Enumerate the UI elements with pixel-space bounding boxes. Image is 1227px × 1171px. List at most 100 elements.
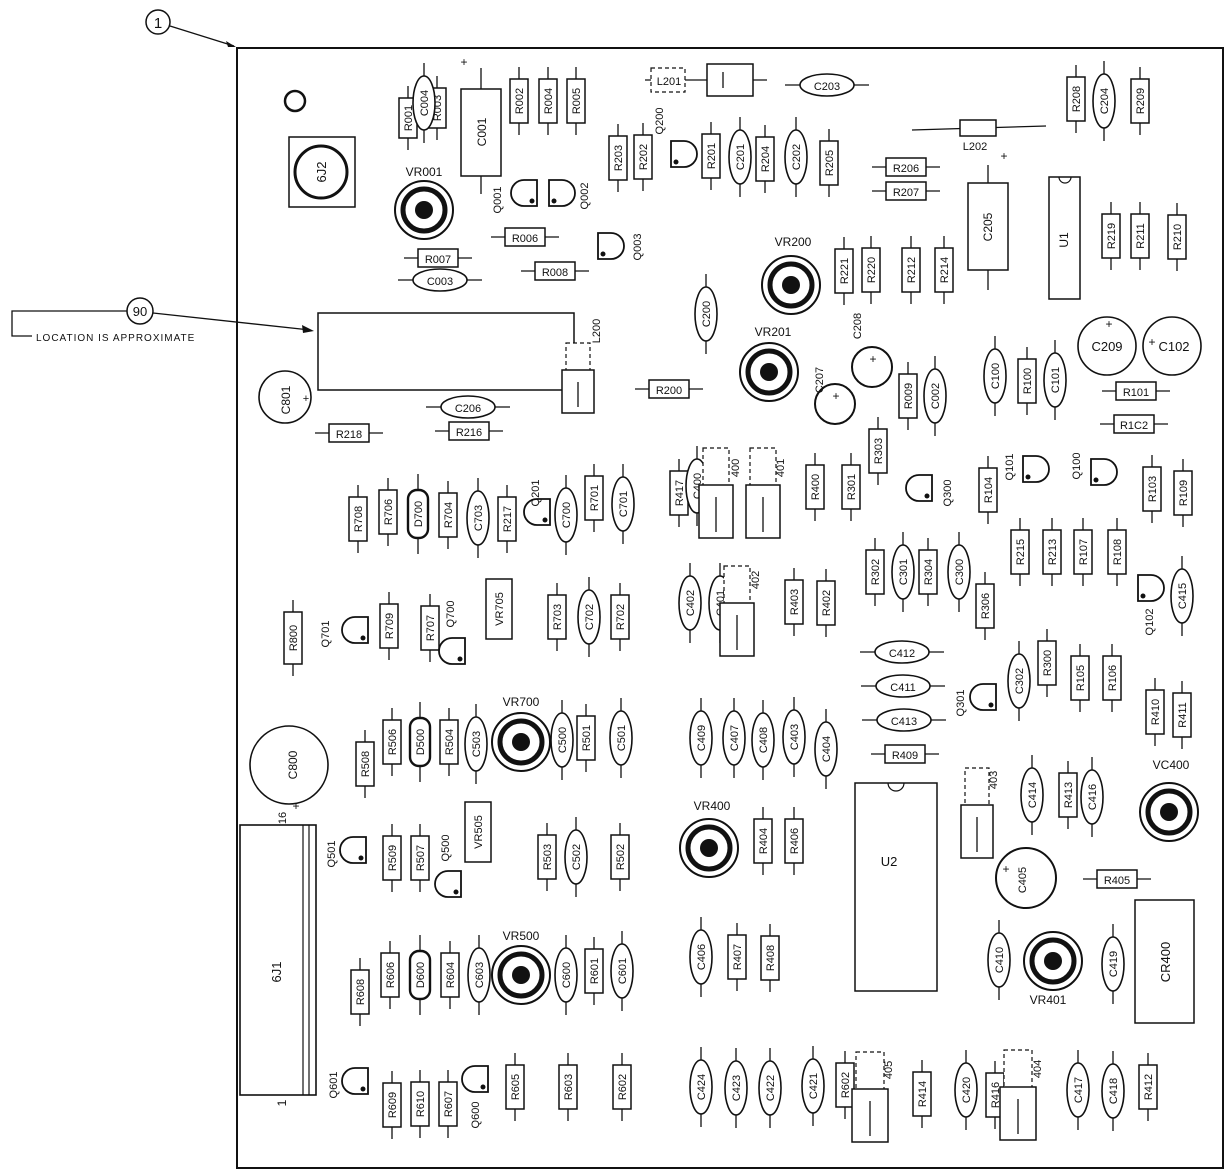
capacitor-c002[interactable]: C002 [923, 356, 947, 436]
resistor-r707[interactable]: R707 [420, 594, 440, 662]
resistor-r100[interactable]: R100 [1017, 347, 1037, 415]
coil-404[interactable]: 404 [999, 1049, 1044, 1141]
trimmer-vr001[interactable]: VR001 [394, 165, 454, 240]
trimmer-vr401[interactable]: VR401 [1023, 931, 1083, 1007]
capacitor-c207[interactable]: +C207 [814, 367, 856, 425]
capacitor-c701[interactable]: C701 [611, 464, 635, 544]
resistor-r411[interactable]: R411 [1172, 681, 1192, 749]
capacitor-c702[interactable]: C702 [577, 577, 601, 657]
resistor-r201[interactable]: R201 [701, 122, 721, 190]
coil-401[interactable]: 401 [745, 447, 787, 539]
capacitor-c420[interactable]: C420 [954, 1050, 978, 1130]
resistor-r703[interactable]: R703 [547, 583, 567, 651]
transistor-q601[interactable]: Q601 [328, 1067, 369, 1098]
resistor-r503[interactable]: R503 [537, 823, 557, 891]
transistor-q600[interactable]: Q600 [461, 1065, 489, 1128]
resistor-r609[interactable]: R609 [382, 1071, 402, 1139]
resistor-r004[interactable]: R004 [538, 67, 558, 135]
transistor-q002[interactable]: Q002 [548, 179, 591, 209]
resistor-r502[interactable]: R502 [610, 823, 630, 891]
coil-405[interactable]: 405 [851, 1051, 895, 1143]
resistor-r216[interactable]: R216 [435, 421, 503, 441]
resistor-r509[interactable]: R509 [382, 824, 402, 892]
resistor-r604[interactable]: R604 [440, 941, 460, 1009]
capacitor-c501[interactable]: C501 [609, 698, 633, 778]
capacitor-c424[interactable]: C424 [689, 1047, 713, 1127]
capacitor-c603[interactable]: C603 [467, 935, 491, 1015]
capacitor-c415[interactable]: C415 [1170, 556, 1194, 636]
capacitor-c416[interactable]: C416 [1080, 757, 1104, 837]
resistor-r403[interactable]: R403 [784, 568, 804, 636]
transistor-q102[interactable]: Q102 [1137, 574, 1165, 635]
resistor-r218[interactable]: R218 [315, 423, 383, 443]
coil-403[interactable]: 403 [960, 767, 1000, 859]
resistor-r006[interactable]: R006 [491, 227, 559, 247]
capacitor-c500[interactable]: C500 [550, 700, 574, 780]
resistor-r213[interactable]: R213 [1042, 518, 1062, 586]
resistor-r1c2[interactable]: R1C2 [1100, 414, 1168, 434]
resistor-r409[interactable]: R409 [871, 744, 939, 764]
capacitor-c408[interactable]: C408 [751, 700, 775, 780]
variable-resistor-vr705[interactable]: VR705 [485, 578, 513, 640]
capacitor-c413[interactable]: C413 [862, 708, 946, 732]
diode-d500[interactable]: D500 [408, 702, 432, 782]
resistor-r301[interactable]: R301 [841, 453, 861, 521]
capacitor-c423[interactable]: C423 [724, 1048, 748, 1128]
transistor-q100[interactable]: Q100 [1071, 453, 1118, 486]
trimmer-vr200[interactable]: VR200 [761, 235, 821, 315]
trimmer-vc400[interactable]: VC400 [1139, 758, 1199, 842]
transistor-q700[interactable]: Q700 [438, 601, 466, 665]
capacitor-c600[interactable]: C600 [554, 935, 578, 1015]
transistor-q001[interactable]: Q001 [492, 179, 538, 213]
resistor-r002[interactable]: R002 [509, 67, 529, 135]
resistor-r507[interactable]: R507 [410, 824, 430, 892]
coil-400[interactable]: 400 [698, 447, 742, 539]
resistor-r101[interactable]: R101 [1102, 381, 1170, 401]
capacitor-c100[interactable]: C100 [983, 336, 1007, 416]
capacitor-c203[interactable]: C203 [785, 73, 869, 97]
resistor-r008[interactable]: R008 [521, 261, 589, 281]
resistor-r207[interactable]: R207 [872, 181, 940, 201]
resistor-r205[interactable]: R205 [819, 129, 839, 197]
resistor-r501[interactable]: R501 [576, 704, 596, 772]
resistor-r005[interactable]: R005 [566, 67, 586, 135]
capacitor-c402[interactable]: C402 [678, 563, 702, 643]
resistor-r208[interactable]: R208 [1066, 65, 1086, 133]
resistor-r602[interactable]: R602 [835, 1051, 855, 1119]
resistor-r607[interactable]: R607 [438, 1070, 458, 1138]
resistor-r221[interactable]: R221 [834, 237, 854, 305]
resistor-r508[interactable]: R508 [355, 730, 375, 798]
capacitor-c502[interactable]: C502 [564, 817, 588, 897]
trimmer-vr201[interactable]: VR201 [739, 325, 799, 402]
resistor-r105[interactable]: R105 [1070, 644, 1090, 712]
resistor-r108[interactable]: R108 [1107, 518, 1127, 586]
resistor-r104[interactable]: R104 [978, 456, 998, 524]
resistor-r009[interactable]: R009 [898, 362, 918, 430]
capacitor-c301[interactable]: C301 [891, 532, 915, 612]
resistor-r410[interactable]: R410 [1145, 678, 1165, 746]
capacitor-c004[interactable]: C004 [412, 63, 436, 143]
capacitor-c601[interactable]: C601 [610, 931, 634, 1011]
resistor-r209[interactable]: R209 [1130, 67, 1150, 135]
capacitor-c422[interactable]: C422 [758, 1048, 782, 1128]
resistor-r404[interactable]: R404 [753, 807, 773, 875]
resistor-r203[interactable]: R203 [608, 124, 628, 192]
resistor-r204[interactable]: R204 [755, 125, 775, 193]
resistor-r413[interactable]: R413 [1058, 761, 1078, 829]
resistor-r202[interactable]: R202 [633, 123, 653, 191]
resistor-r704[interactable]: R704 [438, 481, 458, 549]
resistor-r007[interactable]: R007 [404, 248, 472, 268]
resistor-r210[interactable]: R210 [1167, 203, 1187, 271]
capacitor-c200[interactable]: C200 [694, 274, 718, 354]
capacitor-c417[interactable]: C417 [1066, 1050, 1090, 1130]
capacitor-c409[interactable]: C409 [689, 698, 713, 778]
resistor-r106[interactable]: R106 [1102, 644, 1122, 712]
capacitor-c300[interactable]: C300 [947, 532, 971, 612]
resistor-r708[interactable]: R708 [348, 485, 368, 553]
resistor-r605[interactable]: R605 [505, 1053, 525, 1121]
diode-d700[interactable]: D700 [406, 474, 430, 554]
capacitor-c003[interactable]: C003 [398, 268, 482, 292]
capacitor-c419[interactable]: C419 [1101, 924, 1125, 1004]
capacitor-c204[interactable]: C204 [1092, 61, 1116, 141]
resistor-r606[interactable]: R606 [380, 941, 400, 1009]
